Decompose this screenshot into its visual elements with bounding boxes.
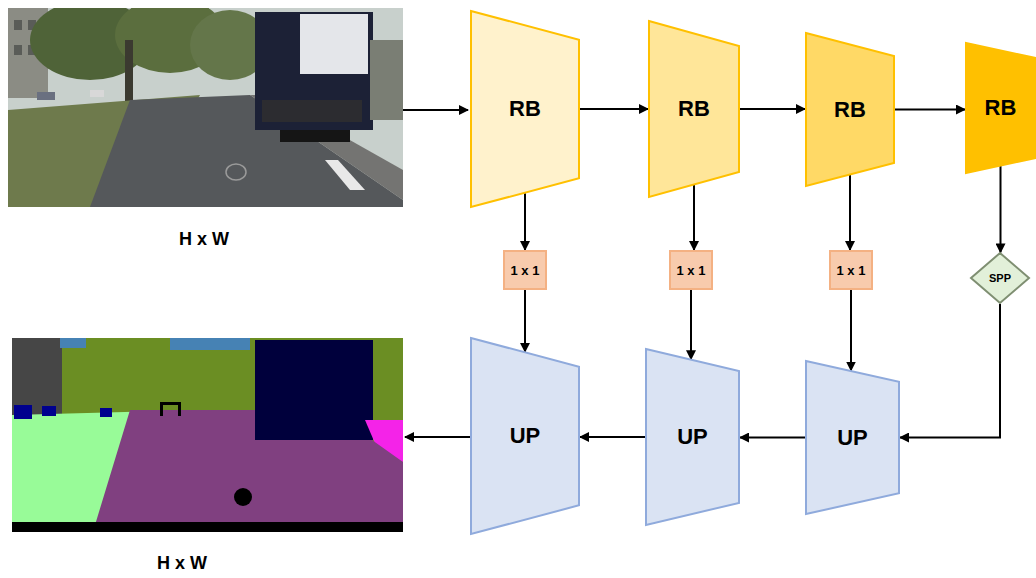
residual-block: RB bbox=[805, 32, 895, 187]
spp-diamond: SPP bbox=[970, 252, 1030, 304]
street-photo bbox=[8, 8, 403, 207]
flow-arrow bbox=[690, 290, 692, 359]
node-label: 1 x 1 bbox=[677, 263, 706, 278]
flow-arrow bbox=[693, 185, 695, 250]
residual-block: RB bbox=[648, 20, 740, 198]
node-label: RB bbox=[834, 97, 866, 123]
node-label: RB bbox=[985, 95, 1017, 121]
node-label: 1 x 1 bbox=[837, 263, 866, 278]
conv-1x1-box: 1 x 1 bbox=[503, 250, 547, 290]
residual-block: RB bbox=[965, 42, 1036, 174]
conv-1x1-box: 1 x 1 bbox=[669, 250, 713, 290]
flow-arrow bbox=[580, 108, 648, 110]
node-label: UP bbox=[677, 424, 708, 450]
size-label: H x W bbox=[179, 229, 229, 250]
flow-arrow bbox=[900, 304, 1000, 438]
node-label: RB bbox=[509, 96, 541, 122]
flow-arrow bbox=[850, 290, 852, 371]
upsample-block: UP bbox=[470, 337, 580, 535]
flow-arrow bbox=[524, 193, 526, 250]
node-label: RB bbox=[678, 96, 710, 122]
flow-arrow bbox=[580, 436, 645, 438]
flow-arrow bbox=[740, 437, 805, 439]
flow-arrow bbox=[740, 108, 805, 110]
node-label: 1 x 1 bbox=[511, 263, 540, 278]
conv-1x1-box: 1 x 1 bbox=[829, 250, 873, 290]
upsample-block: UP bbox=[805, 360, 900, 515]
input-arrow bbox=[403, 109, 468, 111]
upsample-block: UP bbox=[645, 348, 740, 526]
size-label: H x W bbox=[157, 553, 207, 574]
flow-arrow bbox=[849, 175, 851, 250]
node-label: UP bbox=[837, 425, 868, 451]
flow-arrow bbox=[895, 109, 965, 111]
flow-arrow bbox=[524, 290, 526, 352]
flow-arrow bbox=[1000, 166, 1002, 252]
node-label: UP bbox=[510, 423, 541, 449]
segmentation-map bbox=[12, 338, 403, 532]
residual-block: RB bbox=[470, 10, 580, 208]
output-arrow bbox=[405, 436, 470, 438]
node-label: SPP bbox=[989, 272, 1011, 284]
